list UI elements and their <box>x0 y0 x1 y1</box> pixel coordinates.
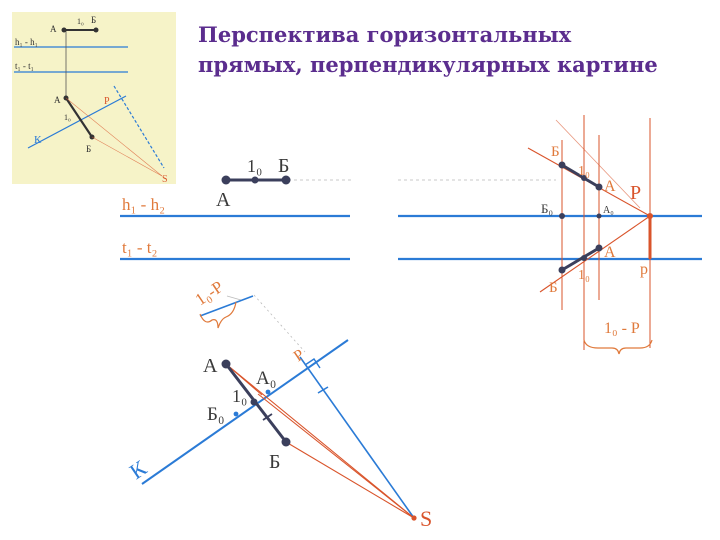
center-label-t: t₁ - t₂ <box>122 238 157 257</box>
thumb-ray-a <box>65 97 163 177</box>
right-point-b-top <box>558 161 566 169</box>
right-label-b-low: Б <box>549 280 558 296</box>
right-label-b-top: Б <box>551 144 560 160</box>
right-label-p-lower: р <box>640 261 648 278</box>
center-point-one-persp <box>250 398 258 406</box>
thumb-label-a-low: А <box>54 95 61 105</box>
center-label-one-zero-p: 1₀-Р <box>192 277 227 309</box>
thumb-point-a-top <box>61 27 67 33</box>
thumb-k-line <box>27 95 127 149</box>
right-point-one-top <box>581 175 587 181</box>
center-right-angle <box>304 358 321 369</box>
center-label-b-persp: Б <box>269 451 280 473</box>
center-p-line <box>299 356 415 519</box>
right-point-b-zero <box>559 213 565 219</box>
center-ray-a <box>225 363 415 519</box>
right-point-b-low <box>558 266 566 274</box>
center-tick-p <box>317 386 329 394</box>
center-brace <box>199 301 237 329</box>
center-point-s <box>411 515 417 521</box>
center-k-line <box>141 339 349 485</box>
center-point-b-zero <box>233 411 239 417</box>
center-label-p: Р <box>291 346 308 365</box>
center-ray-one <box>257 393 415 519</box>
right-point-a-top <box>595 183 603 191</box>
thumbnail-background <box>12 12 176 184</box>
center-point-b <box>281 175 291 185</box>
thumb-label-one-low: 1₀ <box>64 113 71 122</box>
thumb-label-k: К <box>34 134 42 146</box>
center-diagram: А 1₀ Б h₁ - h₂ t₁ - t₂ 1₀-Р Р А А₀ 1₀ Б₀… <box>120 155 432 531</box>
center-label-a-zero: А₀ <box>256 368 276 389</box>
right-point-p <box>647 213 653 219</box>
right-point-a-zero <box>596 213 602 219</box>
center-label-a-persp: А <box>203 355 218 377</box>
center-ray-a-short <box>225 363 263 396</box>
right-segment-top <box>561 163 600 189</box>
thumb-label-p: Р <box>104 96 110 107</box>
thumb-label-a-top: А <box>50 24 57 34</box>
thumbnail-diagram: А 1₀ Б h₁ - h₁ t₁ - t₁ А 1₀ Б К Р S <box>12 12 176 185</box>
thumb-label-b-top: Б <box>91 15 96 25</box>
right-label-a-low: А <box>604 244 616 261</box>
thumb-label-b-low: Б <box>86 144 91 154</box>
right-label-b-zero: Б₀ <box>541 201 553 216</box>
center-construction-1 <box>226 295 242 301</box>
slide-title: Перспектива горизонтальных прямых, перпе… <box>198 20 708 80</box>
center-point-a-persp <box>221 359 231 369</box>
title-line-1: Перспектива горизонтальных <box>198 22 572 47</box>
right-label-a-zero: А₀ <box>603 205 614 216</box>
thumb-label-h: h₁ - h₁ <box>15 37 38 47</box>
center-label-s: S <box>420 506 432 531</box>
right-diagram: Б 1₀ А Б₀ А₀ Р А 1₀ Б р 1₀ - Р <box>398 115 702 355</box>
right-ray-lower <box>539 215 651 293</box>
center-label-b-zero: Б₀ <box>207 404 225 425</box>
center-tick-segment <box>262 413 273 421</box>
right-segment-low <box>561 246 600 272</box>
center-label-b: Б <box>278 155 289 177</box>
title-line-2: прямых, перпендикулярных картине <box>198 52 658 77</box>
right-label-a-top: А <box>604 178 616 195</box>
center-label-one-persp: 1₀ <box>232 386 247 406</box>
right-label-one-low: 1₀ <box>578 268 590 283</box>
right-ray-faint <box>555 119 641 209</box>
center-point-a <box>221 175 231 185</box>
thumb-point-b-top <box>93 27 99 33</box>
center-point-a-zero <box>265 389 271 395</box>
center-point-one <box>251 176 259 184</box>
thumb-p-line <box>113 85 165 169</box>
right-label-p-upper: Р <box>630 182 641 204</box>
right-point-one-low <box>581 255 587 261</box>
thumb-ray-b <box>91 136 163 177</box>
center-ray-b <box>285 441 415 519</box>
right-label-one-zero-p: 1₀ - Р <box>604 320 640 337</box>
center-label-h: h₁ - h₂ <box>122 195 165 214</box>
center-point-b-persp <box>281 437 291 447</box>
thumb-label-one-top: 1₀ <box>77 17 84 26</box>
thumb-label-s: S <box>162 174 168 185</box>
center-label-a: А <box>216 189 231 211</box>
thumb-label-t: t₁ - t₁ <box>15 61 34 71</box>
center-1p-segment <box>199 295 254 317</box>
center-construction-2 <box>253 294 306 353</box>
right-label-one-top: 1₀ <box>578 164 590 179</box>
right-point-a-low <box>595 244 603 252</box>
center-label-one-zero: 1₀ <box>247 156 262 176</box>
thumb-segment-low <box>65 97 93 138</box>
right-brace <box>583 339 653 355</box>
